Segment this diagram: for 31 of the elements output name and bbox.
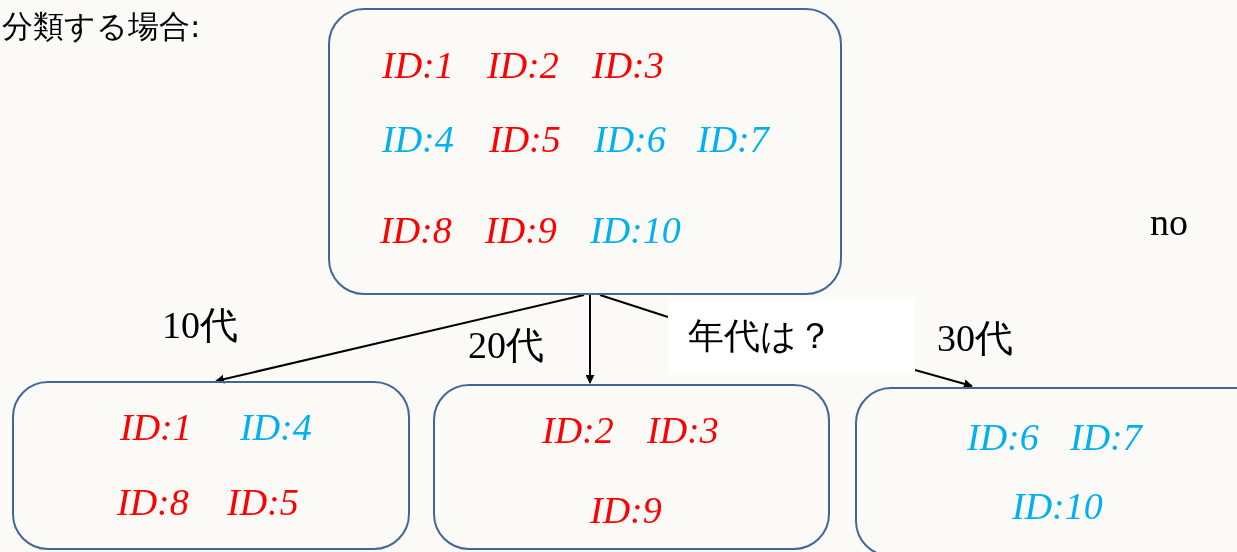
id-label: ID:6	[967, 415, 1039, 459]
group-box	[328, 8, 842, 295]
id-label: ID:5	[227, 480, 299, 524]
id-label: ID:8	[117, 480, 189, 524]
id-label: ID:4	[382, 117, 454, 161]
id-label: ID:5	[489, 117, 561, 161]
id-label: ID:7	[697, 117, 769, 161]
id-label: ID:6	[594, 117, 666, 161]
id-label: ID:9	[590, 488, 662, 532]
id-label: ID:8	[380, 208, 452, 252]
id-label: ID:3	[592, 43, 664, 87]
arrow	[914, 369, 973, 389]
id-label: ID:1	[120, 405, 192, 449]
id-label: ID:3	[647, 408, 719, 452]
question-box	[668, 297, 915, 375]
arrow	[215, 294, 585, 384]
id-label: ID:7	[1070, 415, 1142, 459]
id-label: ID:9	[485, 208, 557, 252]
id-label: ID:1	[382, 43, 454, 87]
question-text: 年代は？	[688, 314, 833, 358]
id-label: ID:4	[240, 405, 312, 449]
group-box	[855, 387, 1237, 552]
id-label: ID:10	[590, 208, 681, 252]
arrow	[585, 294, 595, 384]
group-box	[12, 381, 410, 550]
id-label: ID:2	[542, 408, 614, 452]
group-box	[433, 384, 830, 550]
id-label: ID:10	[1012, 484, 1103, 528]
id-label: ID:2	[487, 43, 559, 87]
note-text: no	[1150, 200, 1188, 244]
heading: 分類する場合:	[2, 7, 201, 46]
